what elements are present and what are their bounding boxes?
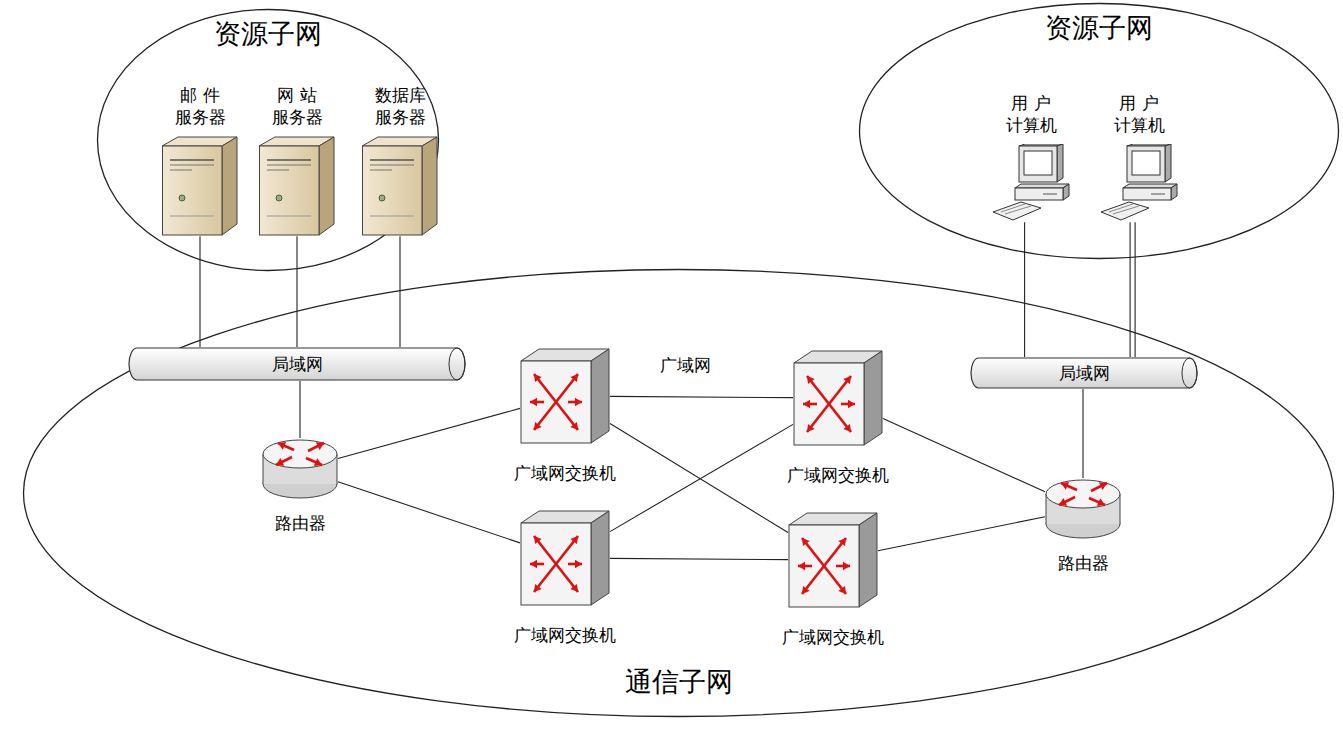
computer-icon — [1099, 144, 1179, 222]
router-node: 路由器 — [1033, 476, 1133, 578]
link-line — [200, 236, 201, 347]
router-icon — [262, 438, 338, 500]
computer-node: 用 户 计算机 — [1093, 92, 1185, 244]
lan-bus: 局域网 — [128, 347, 466, 381]
device-label: 用 户 计算机 — [1105, 92, 1173, 136]
link-line — [610, 396, 793, 397]
device-label: 广域网交换机 — [787, 464, 889, 486]
lan-label: 局域网 — [128, 347, 466, 381]
subnet-title: 资源子网 — [1045, 12, 1153, 44]
switch-icon — [520, 348, 610, 444]
wan-switch-node: 广域网交换机 — [778, 348, 898, 484]
wan-switch-node: 广域网交换机 — [505, 508, 625, 644]
subnet-title: 通信子网 — [625, 666, 733, 698]
link-line — [610, 424, 793, 531]
subnet-ellipse: 资源子网用 户 计算机用 户 计算机 — [858, 2, 1340, 260]
computer-node: 用 户 计算机 — [985, 92, 1077, 244]
link-line — [297, 236, 298, 347]
computer-icon — [991, 144, 1071, 222]
link-line — [300, 381, 301, 438]
link-line — [1130, 222, 1135, 357]
server-node: 网 站 服务器 — [252, 84, 342, 244]
router-node: 路由器 — [250, 436, 350, 536]
link-line — [1024, 222, 1025, 357]
server-node: 数据库 服务器 — [355, 84, 445, 244]
server-icon — [259, 136, 335, 236]
switch-icon — [793, 350, 883, 446]
switch-icon — [788, 512, 878, 608]
server-icon — [362, 136, 438, 236]
device-label: 广域网交换机 — [514, 624, 616, 646]
network-label: 广域网 — [660, 354, 711, 377]
device-label: 网 站 服务器 — [263, 84, 331, 128]
lan-bus: 局域网 — [970, 357, 1198, 389]
link-line — [610, 558, 788, 559]
subnet-ellipse: 资源子网邮 件 服务器网 站 服务器数据库 服务器 — [96, 8, 440, 272]
link-line — [878, 517, 1045, 551]
link-line — [338, 482, 520, 543]
device-label: 邮 件 服务器 — [166, 84, 234, 128]
router-icon — [1045, 478, 1121, 540]
server-node: 邮 件 服务器 — [155, 84, 245, 244]
lan-label: 局域网 — [970, 357, 1198, 389]
switch-icon — [520, 510, 610, 606]
link-line — [400, 236, 401, 347]
device-label: 数据库 服务器 — [366, 84, 434, 128]
link-line — [883, 418, 1045, 491]
link-line — [338, 408, 520, 458]
wan-switch-node: 广域网交换机 — [773, 510, 893, 646]
device-label: 广域网交换机 — [782, 626, 884, 648]
server-icon — [162, 136, 238, 236]
subnet-title: 资源子网 — [214, 18, 322, 50]
wan-switch-node: 广域网交换机 — [505, 346, 625, 482]
device-label: 广域网交换机 — [514, 462, 616, 484]
ellipse-outline — [22, 268, 1335, 718]
link-line — [1083, 389, 1084, 478]
subnet-ellipse: 通信子网局域网局域网路由器广域网交换机广域网交换机广域网交换机广域网交换机路由器 — [22, 268, 1335, 718]
device-label: 路由器 — [1058, 552, 1109, 574]
device-label: 用 户 计算机 — [997, 92, 1065, 136]
device-label: 路由器 — [275, 512, 326, 534]
